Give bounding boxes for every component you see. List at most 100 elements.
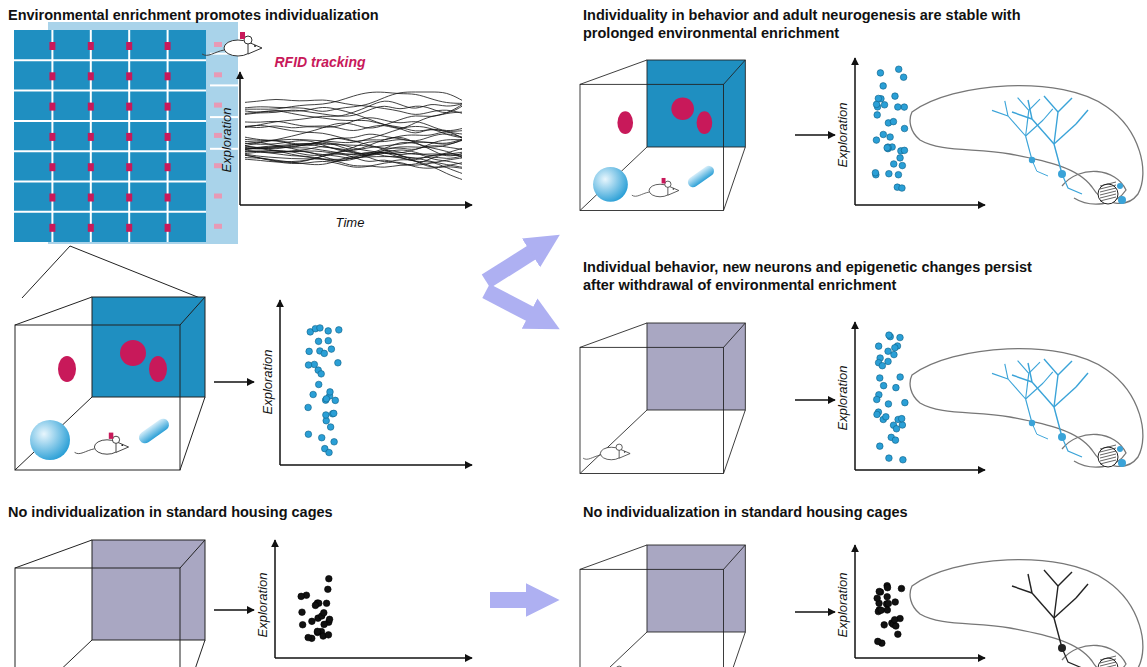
drawing-part bbox=[149, 356, 167, 382]
drawing-part bbox=[893, 384, 900, 391]
small-arrow bbox=[214, 381, 254, 383]
drawing-part bbox=[321, 621, 328, 628]
drawing-part bbox=[1118, 196, 1126, 204]
drawing-part bbox=[49, 194, 55, 202]
drawing-part bbox=[275, 657, 472, 659]
drawing-part bbox=[14, 120, 206, 122]
drawing-part bbox=[1098, 658, 1118, 667]
flow-arrow bbox=[490, 592, 529, 608]
drawing-part bbox=[897, 155, 904, 162]
drawing-part bbox=[15, 640, 92, 667]
drawing-part bbox=[724, 147, 746, 211]
drawing-part bbox=[331, 439, 338, 446]
drawing-part bbox=[875, 638, 882, 645]
drawing-part bbox=[617, 111, 633, 134]
drawing-part bbox=[885, 600, 892, 607]
drawing-part bbox=[245, 126, 462, 159]
drawing-part bbox=[14, 150, 206, 152]
drawing-part bbox=[165, 72, 171, 80]
scatter-dots bbox=[873, 332, 908, 463]
plot-axes bbox=[240, 72, 472, 205]
drawing-part bbox=[580, 632, 647, 667]
drawing-part bbox=[1044, 96, 1058, 112]
drawing-part bbox=[1005, 364, 1008, 379]
drawing-part bbox=[1054, 387, 1076, 407]
drawing-part bbox=[1054, 407, 1062, 437]
drawing-part bbox=[315, 338, 322, 345]
drawing-part bbox=[1026, 383, 1044, 399]
drawing-part bbox=[1018, 98, 1029, 111]
drawing-part bbox=[165, 163, 171, 171]
drawing-part bbox=[1098, 184, 1118, 204]
drawing-part bbox=[15, 568, 180, 667]
drawing-part bbox=[214, 224, 222, 229]
drawing-part bbox=[593, 167, 628, 202]
panel-heading: No individualization in standard housing… bbox=[8, 503, 478, 521]
drawing-part bbox=[75, 449, 95, 454]
drawing-part bbox=[895, 104, 902, 111]
drawing-part bbox=[240, 204, 472, 206]
drawing-part bbox=[1026, 120, 1044, 136]
drawing-part bbox=[165, 133, 171, 141]
drawing-part bbox=[910, 86, 1143, 204]
drawing-part bbox=[137, 416, 172, 445]
small-arrow bbox=[795, 134, 835, 136]
drawing-part bbox=[305, 431, 312, 438]
drawing-part bbox=[1029, 362, 1040, 373]
drawing-part bbox=[1054, 586, 1058, 618]
drawing-part bbox=[1026, 136, 1032, 160]
plot-axes bbox=[280, 300, 472, 465]
drawing-part bbox=[1029, 157, 1035, 163]
drawing-part bbox=[854, 545, 856, 658]
drawing-part bbox=[22, 246, 200, 298]
drawing-part bbox=[325, 337, 332, 344]
drawing-part bbox=[245, 139, 462, 167]
drawing-part bbox=[245, 147, 462, 173]
drawing-part bbox=[895, 66, 902, 73]
drawing-part bbox=[1062, 434, 1126, 467]
drawing-part bbox=[583, 455, 600, 459]
drawing-part bbox=[881, 622, 888, 629]
drawing-part bbox=[900, 74, 907, 81]
drawing-part bbox=[580, 60, 647, 84]
drawing-part bbox=[899, 185, 906, 192]
drawing-part bbox=[14, 211, 206, 213]
drawing-part bbox=[724, 632, 746, 667]
panel: No individualization in standard housing… bbox=[575, 497, 1147, 667]
annotation: Time bbox=[336, 215, 365, 230]
drawing-part bbox=[49, 103, 55, 111]
drawing-part bbox=[1032, 382, 1054, 407]
drawing-part bbox=[49, 42, 55, 50]
small-arrow bbox=[795, 399, 835, 401]
cage bbox=[580, 323, 745, 474]
drawing-part bbox=[1008, 116, 1026, 136]
drawing-part bbox=[890, 161, 897, 168]
drawing-part bbox=[180, 640, 205, 667]
drawing-part bbox=[899, 422, 906, 429]
drawing-part bbox=[306, 348, 313, 355]
drawing-part bbox=[245, 92, 462, 111]
mouse bbox=[583, 666, 630, 667]
drawing-part bbox=[885, 144, 892, 151]
drawing-part bbox=[328, 346, 335, 353]
drawing-part bbox=[1062, 645, 1126, 667]
drawing-part bbox=[274, 540, 276, 658]
drawing-part bbox=[15, 397, 92, 470]
drawing-part bbox=[880, 83, 887, 90]
drawing-part bbox=[126, 42, 132, 50]
drawing-part bbox=[892, 599, 899, 606]
drawing-part bbox=[245, 134, 462, 144]
drawing-part bbox=[109, 433, 114, 439]
drawing-part bbox=[647, 323, 745, 410]
drawing-part bbox=[1062, 174, 1082, 194]
drawing-part bbox=[1118, 459, 1126, 467]
drawing-part bbox=[326, 449, 333, 456]
drawing-part bbox=[874, 411, 881, 418]
drawing-part bbox=[1018, 361, 1029, 374]
drawing-part bbox=[910, 349, 1143, 467]
drawing-part bbox=[88, 103, 94, 111]
drawing-part bbox=[332, 397, 339, 404]
plot-axes bbox=[855, 58, 985, 205]
